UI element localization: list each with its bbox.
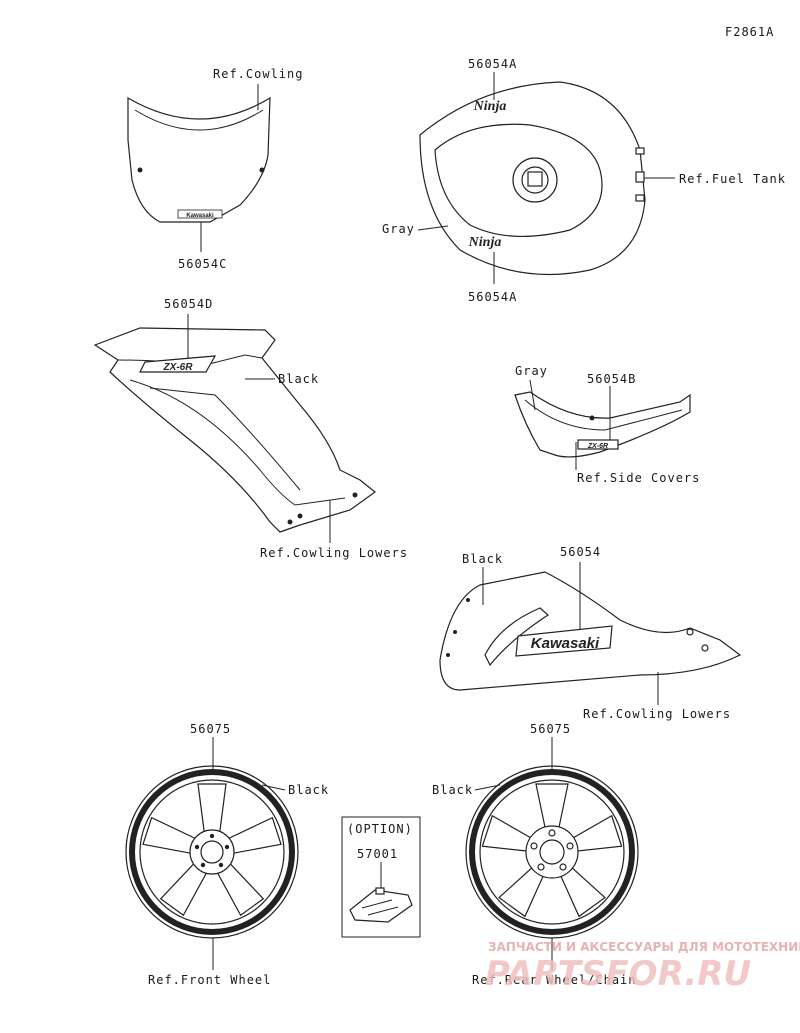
label-ref-cowling: Ref.Cowling	[213, 67, 303, 81]
label-gray-cover: Gray	[515, 364, 548, 378]
label-56075-front: 56075	[190, 722, 231, 736]
lower-cowl-drawing: Kawasaki	[439, 571, 742, 691]
label-ref-rear-wheel-chain: Ref.Rear Wheel/Chain	[472, 973, 637, 987]
fuel-tank-drawing: Ninja Ninja	[419, 81, 646, 276]
label-black-side: Black	[278, 372, 319, 386]
figure-code: F2861A	[725, 25, 774, 39]
label-black-lower: Black	[462, 552, 503, 566]
tank-decal-top-text: Ninja	[473, 99, 507, 114]
rear-wheel-drawing	[465, 765, 639, 939]
label-56054A-top: 56054A	[468, 57, 517, 71]
label-gray-tank: Gray	[382, 222, 415, 236]
label-ref-fuel-tank: Ref.Fuel Tank	[679, 172, 786, 186]
watermark-line1: ЗАПЧАСТИ И АКСЕССУАРЫ ДЛЯ МОТОТЕХНИКИ	[488, 940, 800, 954]
side-fairing-decal-text: ZX-6R	[163, 362, 194, 373]
label-ref-cowling-lowers-2: Ref.Cowling Lowers	[583, 707, 731, 721]
windshield-drawing: Kawasaki	[127, 96, 271, 223]
label-56054B: 56054B	[587, 372, 636, 386]
tank-decal-bottom-text: Ninja	[468, 235, 502, 250]
option-box: (OPTION) 57001	[341, 816, 421, 938]
label-56054D: 56054D	[164, 297, 213, 311]
label-ref-side-covers: Ref.Side Covers	[577, 471, 700, 485]
label-black-front-wheel: Black	[288, 783, 329, 797]
label-56054C: 56054C	[178, 257, 227, 271]
side-cover-decal-text: ZX-6R	[587, 443, 608, 450]
label-black-rear-wheel: Black	[432, 783, 473, 797]
label-ref-cowling-lowers-1: Ref.Cowling Lowers	[260, 546, 408, 560]
label-56075-rear: 56075	[530, 722, 571, 736]
side-cover-drawing: ZX-6R	[514, 391, 691, 458]
label-option: (OPTION)	[347, 822, 413, 836]
lower-cowl-decal-text: Kawasaki	[531, 635, 600, 652]
side-fairing-drawing: ZX-6R	[93, 327, 376, 533]
label-56054A-bottom: 56054A	[468, 290, 517, 304]
label-56054: 56054	[560, 545, 601, 559]
front-wheel-drawing	[125, 765, 299, 939]
windshield-decal-text: Kawasaki	[186, 213, 214, 219]
watermark-logo: PARTSFOR.RU	[485, 954, 751, 994]
label-57001: 57001	[357, 847, 398, 861]
label-ref-front-wheel: Ref.Front Wheel	[148, 973, 271, 987]
